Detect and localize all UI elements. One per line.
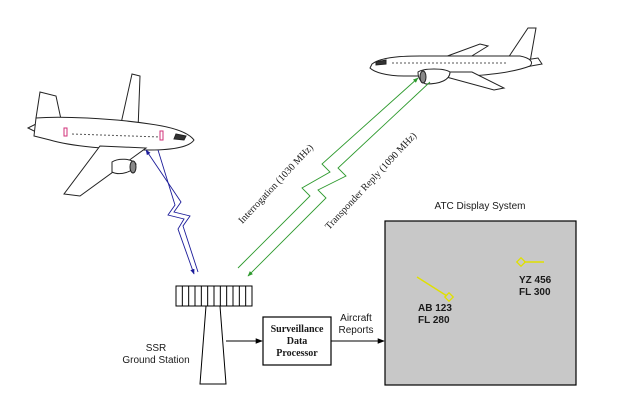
radar-target-ab123: AB 123 FL 280 xyxy=(416,276,455,326)
target-flight-level: FL 280 xyxy=(418,315,450,326)
target-symbol xyxy=(515,256,527,268)
ground-to-aircraft1-link xyxy=(145,149,199,275)
processor-label-2: Data xyxy=(287,336,308,347)
ssr-label: SSR xyxy=(146,343,167,354)
interrogation-label: Interrogation (1030 MHz) xyxy=(237,142,316,226)
interrogation-reply-links xyxy=(237,77,431,277)
atc-display-screen xyxy=(384,220,577,386)
aircraft-reports-label-2: Reports xyxy=(338,325,373,336)
target-callsign: AB 123 xyxy=(418,303,452,314)
target-leader-line xyxy=(416,276,448,297)
target-symbol xyxy=(443,291,455,303)
target-callsign: YZ 456 xyxy=(519,275,552,286)
aircraft-1-illustration xyxy=(26,73,195,197)
ground-station-label: Ground Station xyxy=(122,355,189,366)
transponder-reply-label: Transponder Reply (1090 MHz) xyxy=(323,130,419,232)
ssr-ground-station xyxy=(175,285,253,385)
surveillance-data-processor: Surveillance Data Processor xyxy=(262,316,332,366)
station-tower xyxy=(199,305,227,385)
processor-label-1: Surveillance xyxy=(271,324,324,335)
aircraft-2-illustration xyxy=(369,27,543,91)
atc-display-title: ATC Display System xyxy=(435,201,526,212)
target-flight-level: FL 300 xyxy=(519,287,551,298)
processor-label-3: Processor xyxy=(276,348,318,359)
radar-target-yz456: YZ 456 FL 300 xyxy=(515,256,552,298)
aircraft-reports-label-1: Aircraft xyxy=(340,313,372,324)
